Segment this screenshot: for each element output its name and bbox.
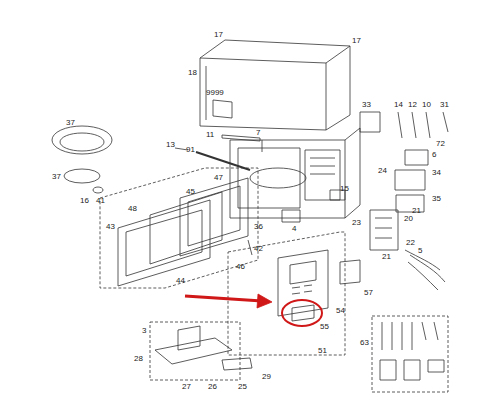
brackets — [380, 360, 444, 380]
display — [290, 261, 316, 284]
fan-bracket — [222, 358, 252, 370]
hardware-kit — [372, 316, 448, 392]
callout-number: 27 — [182, 382, 191, 391]
callout-number: 28 — [134, 354, 143, 363]
callout-number: 5 — [418, 246, 422, 255]
callout-number: 33 — [362, 100, 371, 109]
control-compartment — [305, 150, 340, 200]
cabinet-shell — [200, 40, 350, 130]
callout-number: 54 — [336, 306, 345, 315]
door-glass — [150, 192, 222, 264]
callout-number: 7 — [256, 128, 260, 137]
callout-number: 51 — [318, 346, 327, 355]
callout-number: 41 — [96, 196, 105, 205]
callout-number: 20 — [404, 214, 413, 223]
callout-number: 42 — [254, 244, 263, 253]
screws — [382, 322, 438, 350]
callout-number: 26 — [208, 382, 217, 391]
callout-number: 31 — [440, 100, 449, 109]
callout-number: 37 — [66, 118, 75, 127]
plate-rim — [60, 133, 104, 151]
callout-number: 21 — [382, 252, 391, 261]
callout-number: 48 — [128, 204, 137, 213]
keypad — [292, 285, 312, 294]
switches — [375, 218, 392, 238]
callout-number: 10 — [422, 100, 431, 109]
door-group — [100, 168, 258, 288]
callout-number: 13 — [166, 140, 175, 149]
vent-slots — [310, 158, 335, 174]
callout-number: 6 — [432, 150, 436, 159]
red-arrowhead — [257, 294, 272, 308]
red-circle — [282, 300, 322, 326]
door-panel — [118, 200, 210, 286]
magnetron — [360, 112, 380, 132]
callout-number: 17 — [352, 36, 361, 45]
control-group — [228, 232, 345, 355]
door-hook — [248, 240, 252, 255]
callout-number: 17 — [214, 30, 223, 39]
red-arrow — [185, 296, 262, 301]
callout-number: 12 — [408, 100, 417, 109]
callout-number: 3 — [142, 326, 146, 335]
callout-number: 63 — [360, 338, 369, 347]
bracket-part — [292, 305, 314, 321]
callout-number: 37 — [52, 172, 61, 181]
callout-number: 44 — [176, 276, 185, 285]
callout-number: 24 — [378, 166, 387, 175]
callout-number: 46 — [236, 262, 245, 271]
callout-number: 21 — [412, 206, 421, 215]
callout-number: 57 — [364, 288, 373, 297]
choke-strip — [196, 152, 250, 170]
callout-number: 11 — [206, 130, 214, 139]
transformer — [395, 170, 425, 190]
callout-number: 16 — [80, 196, 89, 205]
motor — [178, 326, 200, 350]
coupler — [93, 187, 103, 193]
pins — [398, 112, 448, 138]
callout-number: 25 — [238, 382, 247, 391]
callout-number: 18 — [188, 68, 197, 77]
relay — [405, 150, 428, 165]
callout-number: 15 — [340, 184, 349, 193]
callout-number: 29 — [262, 372, 271, 381]
callout-number: 47 — [214, 173, 223, 182]
roller-ring — [64, 169, 100, 183]
door-window — [126, 210, 202, 276]
callout-number: 9999 — [206, 88, 224, 97]
callout-number: 22 — [406, 238, 415, 247]
door-frame — [180, 178, 248, 256]
callout-number: 45 — [186, 187, 195, 196]
base-group — [150, 322, 240, 380]
wire-harness — [405, 250, 445, 290]
callout-number: 55 — [320, 322, 329, 331]
switch-bracket — [370, 210, 398, 250]
label-card — [213, 100, 232, 118]
oven-cavity — [230, 128, 360, 218]
callout-number: 23 — [352, 218, 361, 227]
callout-number: 14 — [394, 100, 403, 109]
turntable-plate — [52, 126, 112, 154]
screw — [262, 140, 263, 152]
circuit-board — [340, 260, 360, 284]
base-plate — [155, 338, 232, 364]
callout-number: 4 — [292, 224, 296, 233]
callout-number: 34 — [432, 168, 441, 177]
callout-number: 91 — [186, 145, 195, 154]
callout-number: 43 — [106, 222, 115, 231]
callout-number: 35 — [432, 194, 441, 203]
callout-number: 36 — [254, 222, 263, 231]
callout-number: 72 — [436, 139, 445, 148]
thermostat — [282, 210, 300, 222]
